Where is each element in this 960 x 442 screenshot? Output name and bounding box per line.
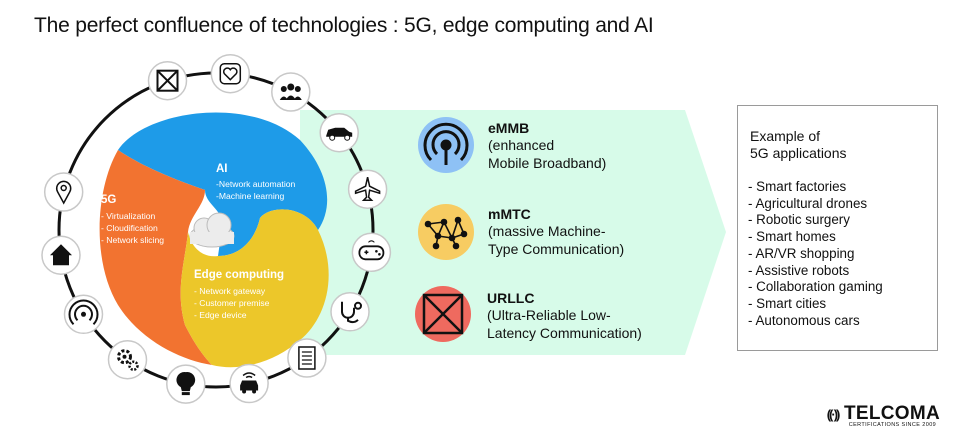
stethoscope-icon (330, 292, 370, 332)
segment-ai (118, 112, 328, 257)
gamepad-icon (351, 232, 392, 273)
mmtc-desc: (massive Machine- Type Communication) (488, 223, 625, 257)
list-item: - Smart factories (748, 179, 847, 194)
cross-box-icon (422, 293, 464, 335)
urllc-circle (415, 286, 471, 342)
urllc-name: URLLC (487, 290, 535, 306)
fiveg-label: 5G (101, 194, 117, 206)
airplane-icon (347, 169, 388, 209)
mmtc-circle (418, 204, 474, 260)
emmb-circle (418, 117, 474, 173)
page-title: The perfect confluence of technologies :… (34, 14, 654, 37)
lightbulb-icon (166, 364, 206, 404)
car-icon (319, 112, 359, 153)
fiveg-items: - Virtualization - Cloudification - Netw… (101, 211, 165, 245)
cross-box-icon (147, 60, 188, 101)
list-item: - Agricultural drones (748, 195, 868, 211)
ai-label: AI (216, 163, 228, 175)
logo-name: ((·)) TELCOMA (826, 403, 940, 424)
applications-list: - Smart factories - Agricultural drones … (748, 179, 883, 329)
location-pin-icon (43, 172, 84, 212)
emmb-desc: (enhanced Mobile Broadband) (488, 137, 607, 171)
home-icon (41, 235, 81, 275)
edge-label: Edge computing (194, 269, 285, 281)
list-item: - Assistive robots (748, 262, 850, 278)
mmtc-name: mMTC (488, 206, 531, 222)
urllc-desc: (Ultra-Reliable Low- Latency Communicati… (487, 307, 642, 341)
signal-waves-icon: ((·)) (826, 407, 841, 422)
gears-icon (107, 339, 148, 380)
people-icon (271, 72, 311, 112)
list-item: - Robotic surgery (748, 212, 850, 228)
list-item: - Collaboration gaming (748, 279, 883, 295)
heart-icon (210, 53, 251, 94)
telcoma-logo: ((·)) TELCOMA CERTIFICATIONS SINCE 2009 (827, 403, 940, 428)
edge-items: - Network gateway - Customer premise - E… (194, 286, 270, 320)
applications-panel: Example of 5G applications - Smart facto… (737, 105, 938, 351)
segment-edge (180, 209, 329, 368)
segment-5g (99, 150, 212, 365)
list-item: - Autonomous cars (748, 312, 860, 328)
list-item: - AR/VR shopping (748, 245, 855, 261)
cloud-icon (189, 212, 235, 248)
list-item: - Smart homes (748, 229, 836, 245)
logo-tagline: CERTIFICATIONS SINCE 2009 (848, 422, 937, 428)
emmb-name: eMMB (488, 120, 530, 136)
broadcast-icon (423, 122, 469, 165)
broadcast-icon (63, 294, 104, 335)
ai-items: -Network automation -Machine learning (216, 179, 296, 201)
server-icon (287, 338, 327, 378)
connected-car-icon (229, 363, 269, 404)
arrow-band (300, 110, 726, 355)
network-nodes-icon (424, 216, 468, 250)
applications-title: Example of 5G applications (750, 128, 847, 161)
list-item: - Smart cities (748, 295, 827, 311)
